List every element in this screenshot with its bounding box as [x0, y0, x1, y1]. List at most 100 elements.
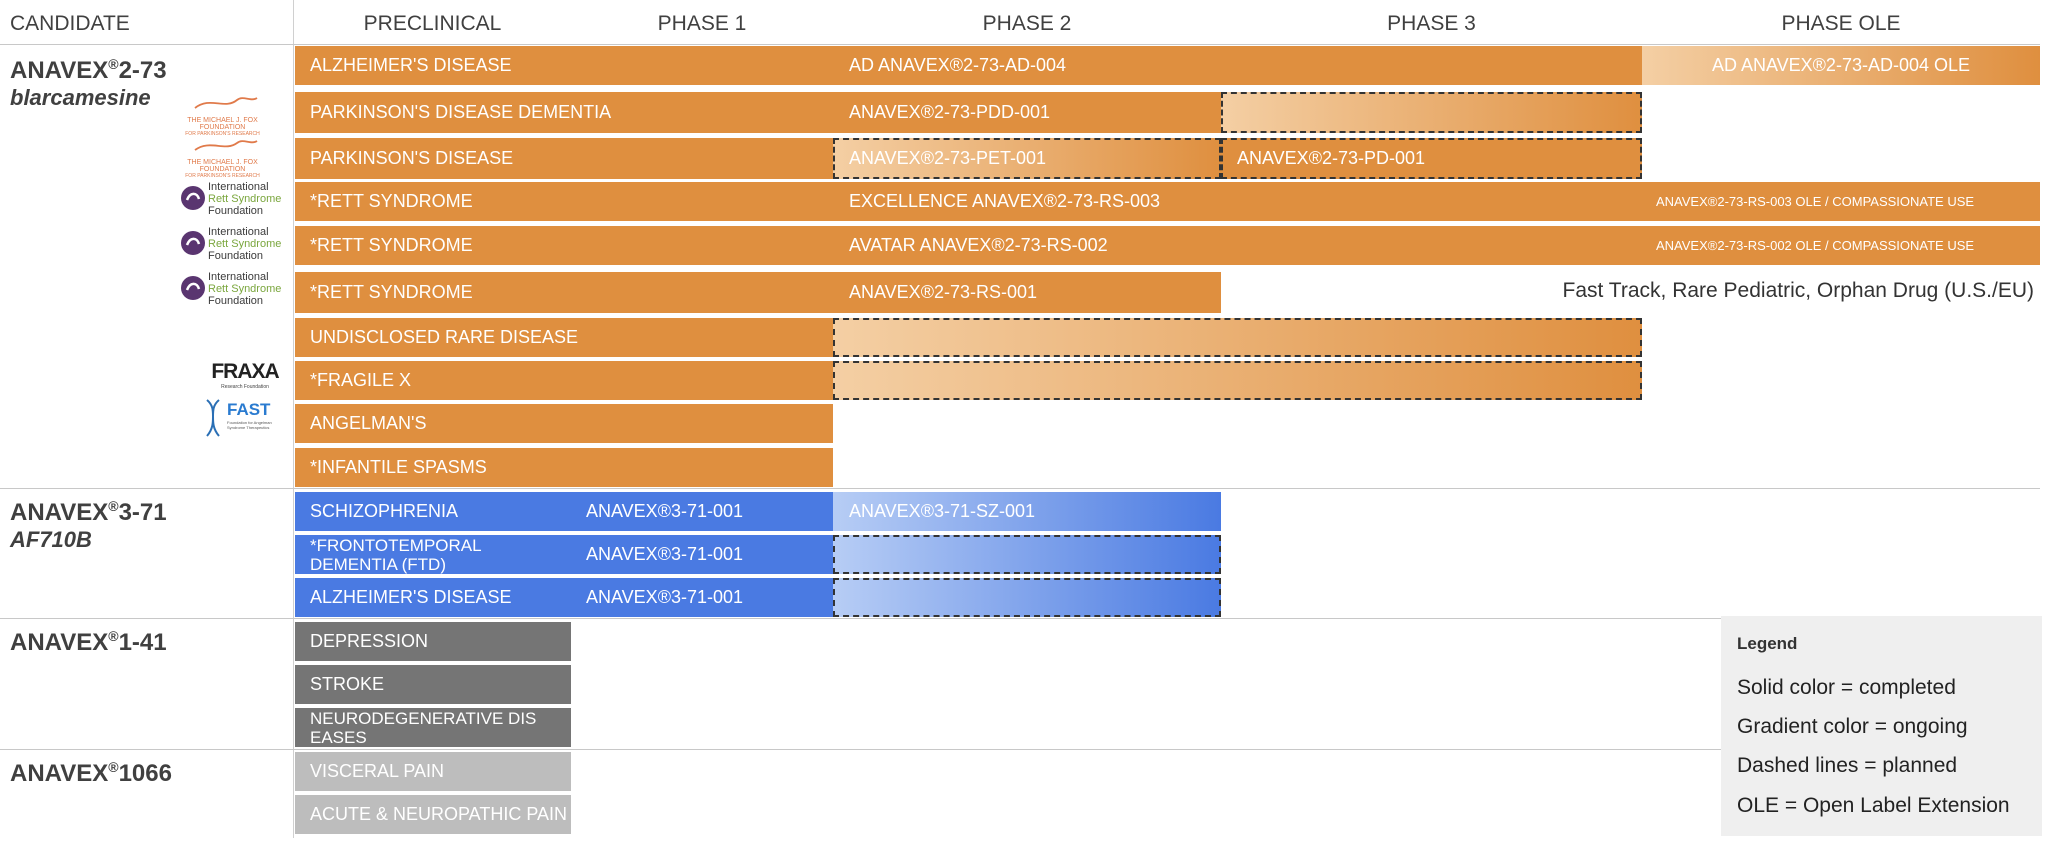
mjff-hand-icon: [194, 97, 258, 109]
header-phase-ole: PHASE OLE: [1781, 12, 1901, 35]
candidate-name: ANAVEX: [10, 760, 109, 787]
planned-dashed-outline: [833, 318, 1642, 357]
trial-bar: [295, 138, 833, 179]
trial-label: EXCELLENCE ANAVEX®2-73-RS-003: [849, 191, 1161, 211]
trial-label: ANAVEX®2-73-RS-002 OLE / COMPASSIONATE U…: [1656, 238, 1975, 253]
trial-bar: [833, 226, 1642, 265]
irsf-logo-text: Foundation: [208, 250, 264, 262]
mjff-logo-text: THE MICHAEL J. FOX FOUNDATION: [187, 159, 258, 173]
planned-dashed-outline: [833, 361, 1642, 400]
trial-bar: [295, 404, 833, 443]
fast-logo: FAST Foundation for Angelman Syndrome Th…: [203, 398, 283, 440]
trial-bar: [295, 622, 571, 661]
indication-label: PARKINSON'S DISEASE DEMENTIA: [310, 102, 612, 122]
mjff-hand-icon: [194, 140, 258, 151]
planned-dashed-outline: [1221, 92, 1642, 133]
trial-bar: [295, 318, 833, 357]
candidate-number: 2-73: [118, 57, 167, 84]
trial-bar: [833, 182, 1642, 221]
indication-label: PARKINSON'S DISEASE: [310, 148, 514, 168]
row-divider: [0, 618, 2040, 619]
trial-bar: [1221, 92, 1642, 133]
trial-bar: [295, 361, 833, 400]
trial-bar: [295, 795, 571, 834]
trial-bar: [295, 535, 833, 574]
planned-dashed-outline: [1221, 138, 1642, 179]
irsf-emblem-icon: [181, 231, 205, 255]
trial-bar: [833, 492, 1221, 531]
header-phase2: PHASE 2: [982, 12, 1072, 35]
trial-bar: [833, 361, 1642, 400]
candidate-subname: blarcamesine: [10, 85, 151, 110]
candidate-anavex-3-71: ANAVEX®3-71 AF710B: [10, 498, 167, 553]
mjff-logo: THE MICHAEL J. FOX FOUNDATION FOR PARKIN…: [165, 136, 280, 179]
trial-label: ANAVEX®2-73-PD-001: [1237, 148, 1426, 168]
fraxa-logo-subtext: Research Foundation: [221, 384, 269, 390]
trial-label: AD ANAVEX®2-73-AD-004 OLE: [1711, 55, 1971, 75]
mjff-logo-text: THE MICHAEL J. FOX FOUNDATION: [187, 117, 258, 131]
header-candidate: CANDIDATE: [10, 12, 130, 35]
trial-label: ANAVEX®3-71-001: [586, 501, 744, 521]
candidate-number: 3-71: [118, 499, 167, 526]
trial-label: ANAVEX®2-73-RS-001: [849, 282, 1038, 302]
irsf-emblem-icon: [181, 186, 205, 210]
irsf-logo-text: International: [208, 181, 269, 193]
irsf-logo-text: Foundation: [208, 205, 264, 217]
candidate-anavex-1066: ANAVEX®1066: [10, 759, 172, 788]
mjff-logo: THE MICHAEL J. FOX FOUNDATION FOR PARKIN…: [165, 92, 280, 137]
trial-label: ANAVEX®2-73-RS-003 OLE / COMPASSIONATE U…: [1656, 194, 1975, 209]
irsf-logo: International Rett Syndrome Foundation: [180, 271, 290, 311]
indication-label: SCHIZOPHRENIA: [310, 501, 459, 521]
candidate-name: ANAVEX: [10, 629, 109, 656]
fast-logo-text: FAST: [227, 400, 271, 419]
trial-label: ANAVEX®3-71-SZ-001: [849, 501, 1036, 521]
trial-bar: [295, 448, 833, 487]
trial-label: ANAVEX®2-73-PET-001: [849, 148, 1047, 168]
trial-bar: [833, 138, 1221, 179]
trial-bar: [833, 46, 1642, 85]
indication-label: NEURODEGENERATIVE DIS EASES: [310, 708, 537, 747]
irsf-logo-text: Foundation: [208, 295, 264, 307]
indication-label: *FRAGILE X: [310, 370, 412, 390]
registered-mark: ®: [108, 498, 119, 514]
registered-mark: ®: [108, 56, 119, 72]
trial-bar: [295, 708, 571, 747]
legend-item: Gradient color = ongoing: [1737, 715, 1968, 738]
trial-label: ANAVEX®3-71-001: [586, 544, 744, 564]
header-preclinical: PRECLINICAL: [363, 12, 502, 35]
row-divider: [0, 749, 2040, 750]
legend-item: Solid color = completed: [1737, 676, 1956, 699]
trial-bar: [1221, 138, 1642, 179]
indication-label: ANGELMAN'S: [310, 413, 427, 433]
designation-note: Fast Track, Rare Pediatric, Orphan Drug …: [1562, 279, 2034, 302]
trial-label: ANAVEX®2-73-PDD-001: [849, 102, 1051, 122]
indication-label: VISCERAL PAIN: [310, 761, 445, 781]
column-divider: [293, 0, 294, 838]
indication-label: *INFANTILE SPASMS: [310, 457, 487, 477]
trial-bar: [1642, 46, 2040, 85]
irsf-logo-text: International: [208, 226, 269, 238]
irsf-logo-text: Rett Syndrome: [208, 283, 282, 295]
row-divider: [0, 44, 2040, 45]
irsf-emblem-icon: [181, 276, 205, 300]
header-phase1: PHASE 1: [657, 12, 747, 35]
mjff-logo-text: FOR PARKINSON'S RESEARCH: [185, 131, 260, 137]
planned-dashed-outline: [833, 138, 1221, 179]
legend-item: OLE = Open Label Extension: [1737, 794, 2010, 817]
candidate-number: 1-41: [118, 629, 167, 656]
irsf-logo-text: Rett Syndrome: [208, 193, 282, 205]
indication-label: ALZHEIMER'S DISEASE: [310, 587, 512, 607]
irsf-logo-text: Rett Syndrome: [208, 238, 282, 250]
trial-bar: [295, 752, 571, 791]
candidate-subname: AF710B: [10, 527, 92, 552]
planned-dashed-outline: [833, 535, 1221, 574]
trial-bar: [1642, 182, 2040, 221]
dna-icon: [206, 399, 220, 437]
indication-label: DEPRESSION: [310, 631, 429, 651]
trial-label: ANAVEX®3-71-001: [586, 587, 744, 607]
candidate-anavex-1-41: ANAVEX®1-41: [10, 628, 167, 657]
trial-bar: [295, 492, 833, 531]
trial-bar: [833, 92, 1221, 133]
trial-label: AVATAR ANAVEX®2-73-RS-002: [849, 235, 1108, 255]
trial-bar: [833, 272, 1221, 313]
